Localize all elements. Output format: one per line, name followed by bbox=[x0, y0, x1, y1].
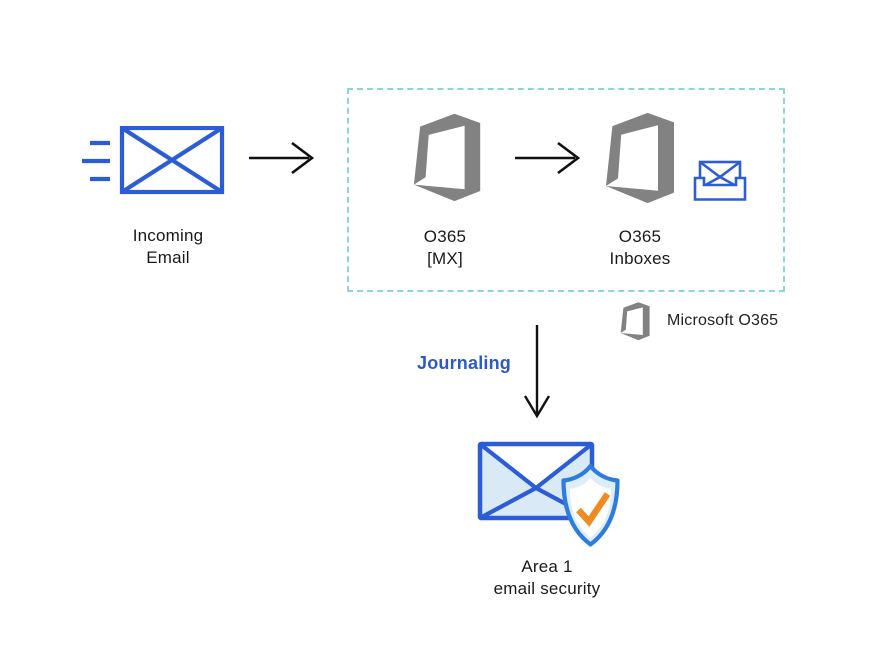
envelope-flap-fill bbox=[483, 446, 589, 487]
envelope-flap-lines bbox=[120, 126, 224, 194]
label-line: Incoming bbox=[132, 226, 204, 245]
office365-icon bbox=[619, 301, 653, 341]
label-line: O365 bbox=[423, 227, 467, 246]
o365-boundary-box bbox=[347, 88, 785, 292]
office365-icon bbox=[410, 111, 488, 203]
arrow-down-icon bbox=[523, 325, 551, 419]
office365-icon bbox=[602, 110, 682, 205]
label-line: [MX] bbox=[427, 249, 463, 268]
label-line: Email bbox=[146, 248, 190, 267]
inbox-tray-envelope-icon bbox=[693, 160, 747, 201]
o365-mx-label: O365 [MX] bbox=[385, 226, 505, 270]
area1-label: Area 1 email security bbox=[462, 556, 632, 600]
shield-inner bbox=[570, 477, 611, 538]
label-line: Inboxes bbox=[609, 249, 671, 268]
area1-email-security-icon bbox=[477, 441, 620, 547]
incoming-email-icon bbox=[82, 126, 225, 195]
journaling-label: Journaling bbox=[416, 353, 511, 373]
legend-label: Microsoft O365 bbox=[667, 312, 779, 329]
incoming-email-label: Incoming Email bbox=[103, 225, 233, 269]
label-line: email security bbox=[493, 579, 601, 598]
label-line: Area 1 bbox=[521, 557, 573, 576]
checkmark-icon bbox=[576, 492, 611, 527]
o365-inboxes-label: O365 Inboxes bbox=[578, 226, 702, 270]
arrow-right-icon bbox=[249, 142, 314, 174]
label-line: O365 bbox=[618, 227, 662, 246]
arrow-right-icon bbox=[515, 142, 580, 174]
